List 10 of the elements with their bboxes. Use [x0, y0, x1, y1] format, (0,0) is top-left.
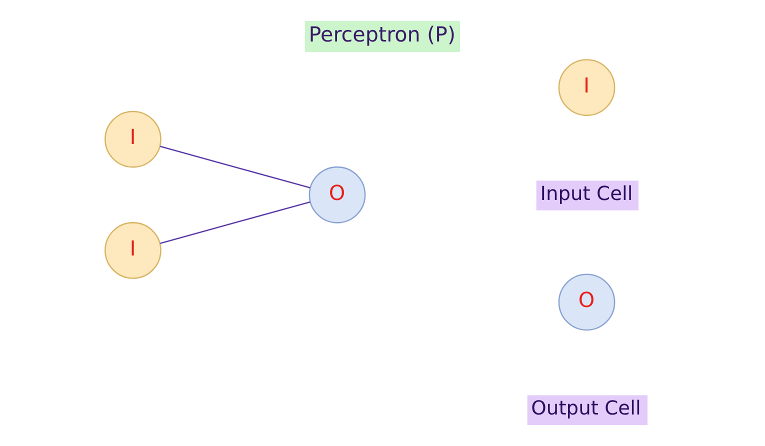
node-circle: I — [558, 59, 616, 116]
diagram-title: Perceptron (P) — [308, 22, 456, 46]
node-circle: O — [558, 274, 616, 331]
node-circle: I — [104, 222, 162, 279]
node-circle: O — [308, 166, 366, 224]
node-circle: I — [104, 110, 162, 168]
connector — [160, 146, 310, 188]
connector — [160, 201, 310, 244]
node-label: Input Cell — [540, 182, 633, 206]
node-label: Output Cell — [531, 396, 641, 420]
